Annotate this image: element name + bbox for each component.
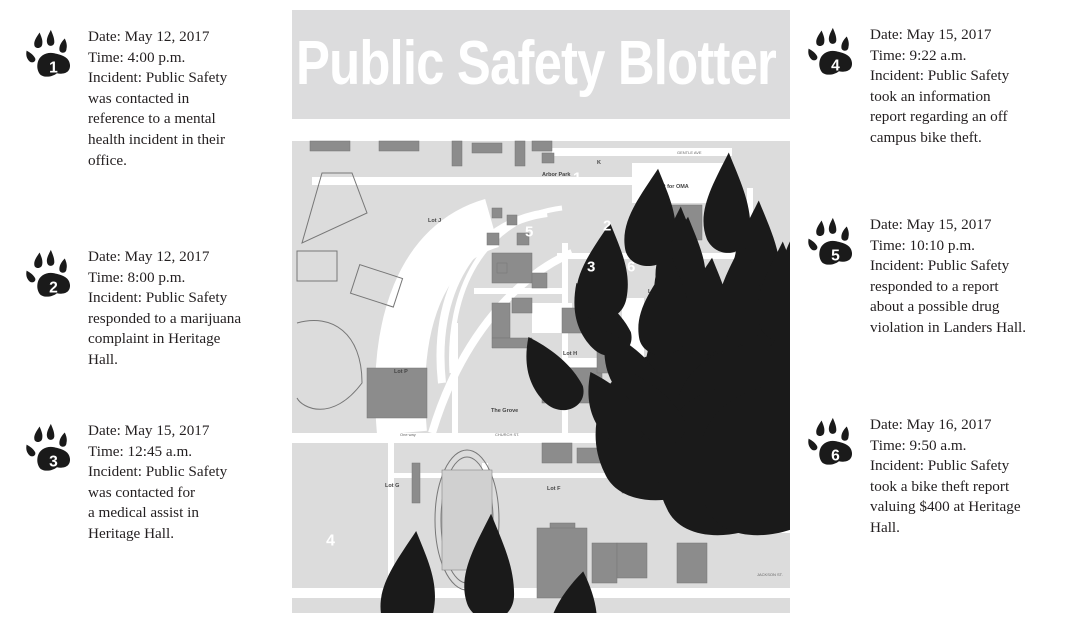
incident-description: complaint in Heritage xyxy=(88,330,221,348)
incident-description: responded to a marijuana xyxy=(88,309,242,327)
campus-map: Arbor Park Lot for OMA GENTLE AVE Lot J … xyxy=(292,133,790,613)
paw-marker-icon: 3 xyxy=(24,423,76,475)
paw-marker-icon: 6 xyxy=(806,417,858,469)
incident-entry-6: 6 Date: May 16, 2017 Time: 9:50 a.m. Inc… xyxy=(806,415,1021,539)
svg-text:4: 4 xyxy=(326,532,335,549)
incident-description: Hall. xyxy=(88,350,118,368)
incident-text: Date: May 16, 2017 Time: 9:50 a.m. Incid… xyxy=(870,415,1021,539)
incident-description: was contacted for xyxy=(88,483,196,501)
map-marker-6: 6 xyxy=(627,241,790,535)
incident-entry-3: 3 Date: May 15, 2017 Time: 12:45 a.m. In… xyxy=(24,421,227,545)
incident-description: reference to a mental xyxy=(88,110,216,128)
incident-description: office. xyxy=(88,151,127,169)
svg-text:1: 1 xyxy=(573,169,581,186)
incident-description: Incident: Public Safety xyxy=(870,257,1010,275)
map-label-jackson-st: JACKSON ST. xyxy=(757,572,783,577)
svg-text:6: 6 xyxy=(831,447,840,464)
map-label-lot-k: K xyxy=(597,160,601,166)
svg-text:6: 6 xyxy=(627,258,635,275)
incident-description: took a bike theft report xyxy=(870,477,1010,495)
map-label-lot-h: Lot H xyxy=(563,351,577,357)
map-marker-1: 1 xyxy=(573,152,790,446)
incident-date: Date: May 12, 2017 xyxy=(88,248,210,265)
svg-text:5: 5 xyxy=(831,247,840,264)
map-label-lot-j: Lot J xyxy=(428,218,441,224)
incident-text: Date: May 15, 2017 Time: 12:45 a.m. Inci… xyxy=(88,421,227,545)
map-label-lot-p: Lot P xyxy=(394,369,408,375)
paw-marker-icon: 4 xyxy=(806,27,858,79)
svg-text:3: 3 xyxy=(587,258,595,275)
incident-date: Date: May 16, 2017 xyxy=(870,416,992,433)
incident-description: Incident: Public Safety xyxy=(870,457,1010,475)
svg-text:4: 4 xyxy=(831,57,840,74)
incident-description: a medical assist in xyxy=(88,504,199,522)
incident-text: Date: May 12, 2017 Time: 8:00 p.m. Incid… xyxy=(88,247,241,371)
map-label-lot-g: Lot G xyxy=(385,483,399,489)
campus-map-drawing: Arbor Park Lot for OMA GENTLE AVE Lot J … xyxy=(292,133,790,613)
map-marker-5: 5 xyxy=(525,206,790,500)
incident-description: Heritage Hall. xyxy=(88,524,175,542)
incident-description: responded to a report xyxy=(870,277,999,295)
map-label-church-st: CHURCH ST. xyxy=(495,432,519,437)
paw-marker-icon: 1 xyxy=(24,29,76,81)
incident-entry-2: 2 Date: May 12, 2017 Time: 8:00 p.m. Inc… xyxy=(24,247,241,371)
map-label-arbor-park: Arbor Park xyxy=(542,172,571,178)
incident-date: Date: May 15, 2017 xyxy=(870,216,992,233)
incident-description: Hall. xyxy=(870,518,900,536)
incident-entry-5: 5 Date: May 15, 2017 Time: 10:10 p.m. In… xyxy=(806,215,1026,339)
svg-text:1: 1 xyxy=(49,59,58,76)
incident-time: Time: 8:00 p.m. xyxy=(88,268,186,286)
incident-time: Time: 9:22 a.m. xyxy=(870,46,967,64)
incident-description: Incident: Public Safety xyxy=(870,67,1010,85)
map-label-lot-f: Lot F xyxy=(547,486,561,492)
incident-entry-4: 4 Date: May 15, 2017 Time: 9:22 a.m. Inc… xyxy=(806,25,1009,149)
svg-text:2: 2 xyxy=(49,279,58,296)
map-label-the-grove: The Grove xyxy=(491,408,518,414)
incident-description: campus bike theft. xyxy=(870,128,982,146)
incident-time: Time: 10:10 p.m. xyxy=(870,236,975,254)
incident-description: violation in Landers Hall. xyxy=(870,318,1027,336)
paw-marker-icon: 2 xyxy=(24,249,76,301)
page-title: Public Safety Blotter xyxy=(296,29,777,98)
incident-description: valuing $400 at Heritage xyxy=(870,498,1021,516)
incident-description: about a possible drug xyxy=(870,298,1000,316)
map-marker-3: 3 xyxy=(587,241,790,535)
map-label-one-way-1: One way xyxy=(400,432,416,437)
svg-text:3: 3 xyxy=(49,453,58,470)
incident-text: Date: May 15, 2017 Time: 9:22 a.m. Incid… xyxy=(870,25,1009,149)
svg-text:2: 2 xyxy=(603,217,611,234)
map-label-lot-for-oma: Lot for OMA xyxy=(657,184,689,190)
incident-text: Date: May 15, 2017 Time: 10:10 p.m. Inci… xyxy=(870,215,1026,339)
map-label-gentle-ave: GENTLE AVE xyxy=(677,150,702,155)
incident-description: health incident in their xyxy=(88,130,226,148)
incident-text: Date: May 12, 2017 Time: 4:00 p.m. Incid… xyxy=(88,27,227,171)
incident-time: Time: 9:50 a.m. xyxy=(870,436,967,454)
incident-description: Incident: Public Safety xyxy=(88,69,228,87)
incident-date: Date: May 15, 2017 xyxy=(88,422,210,439)
incident-entry-1: 1 Date: May 12, 2017 Time: 4:00 p.m. Inc… xyxy=(24,27,227,171)
incident-description: report regarding an off xyxy=(870,108,1008,126)
incident-date: Date: May 12, 2017 xyxy=(88,28,210,45)
title-banner: Public Safety Blotter xyxy=(292,10,790,119)
map-marker-4: 4 xyxy=(326,514,618,613)
incident-description: took an information xyxy=(870,87,991,105)
incident-description: was contacted in xyxy=(88,89,190,107)
svg-text:5: 5 xyxy=(525,223,533,240)
incident-time: Time: 12:45 a.m. xyxy=(88,442,193,460)
map-marker-2: 2 xyxy=(603,200,790,494)
incident-description: Incident: Public Safety xyxy=(88,463,228,481)
paw-marker-icon: 5 xyxy=(806,217,858,269)
incident-date: Date: May 15, 2017 xyxy=(870,26,992,43)
incident-description: Incident: Public Safety xyxy=(88,289,228,307)
incident-time: Time: 4:00 p.m. xyxy=(88,48,186,66)
